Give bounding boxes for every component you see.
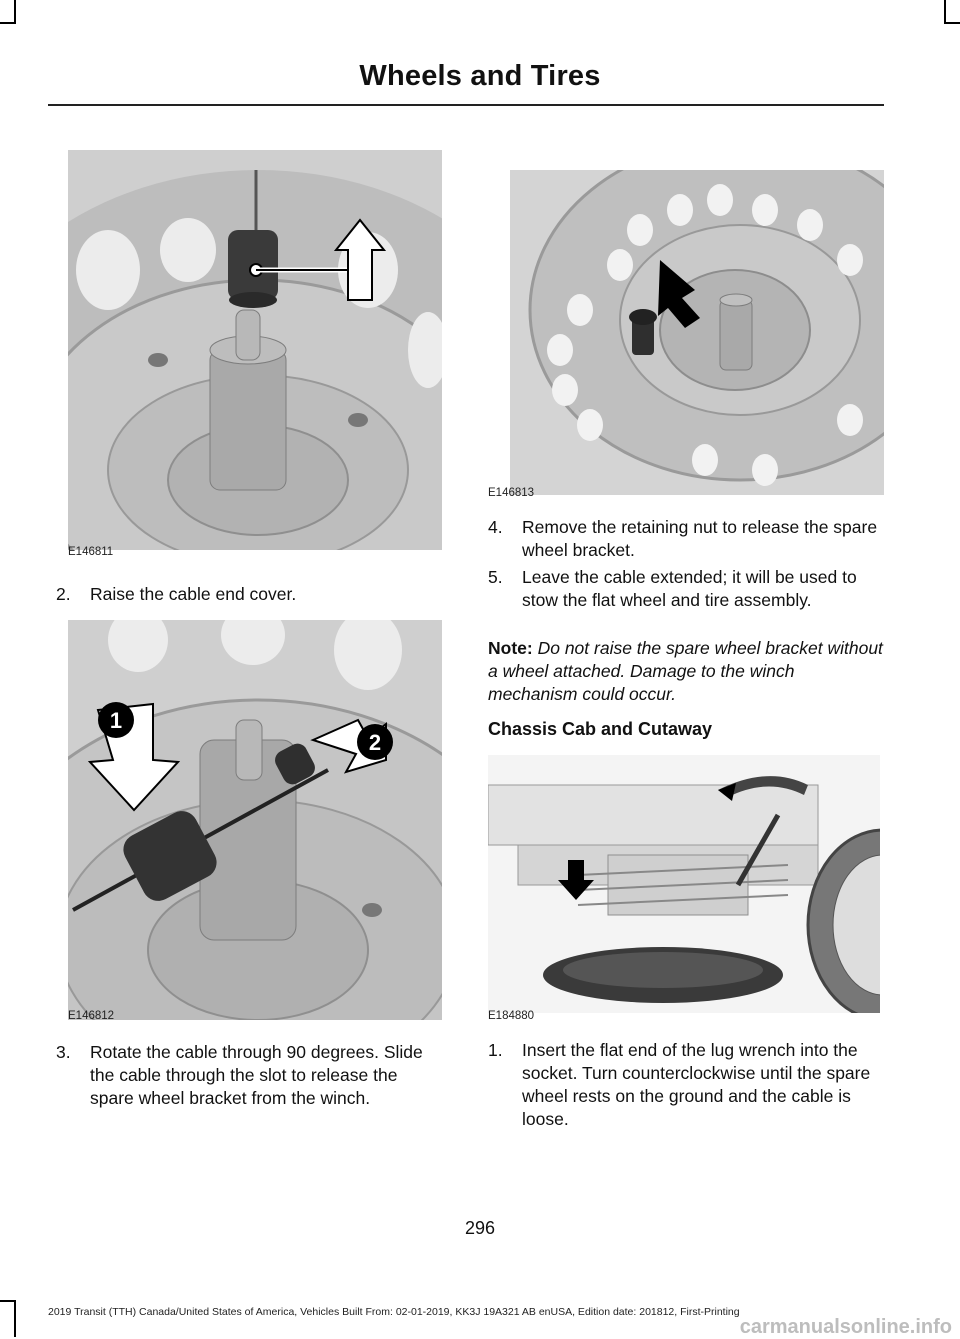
- step-number: 5.: [488, 567, 503, 587]
- crop-mark: [0, 22, 16, 24]
- step-number: 2.: [56, 584, 71, 604]
- step-text: Rotate the cable through 90 degrees. Sli…: [90, 1042, 423, 1108]
- crop-mark: [944, 0, 946, 22]
- section-heading: Chassis Cab and Cutaway: [488, 719, 713, 739]
- step-item: 2. Raise the cable end cover.: [56, 583, 446, 607]
- callout-2: 2: [369, 730, 381, 755]
- header-divider: [48, 104, 884, 106]
- crop-mark: [0, 1300, 16, 1302]
- figure-id: E146812: [68, 1010, 115, 1022]
- note-text: Do not raise the spare wheel bracket wit…: [488, 638, 883, 704]
- step-text: Insert the flat end of the lug wrench in…: [522, 1040, 871, 1129]
- page-number: 296: [464, 1218, 496, 1238]
- callout-1: 1: [110, 708, 122, 733]
- spare-wheel-cable-illustration: [68, 150, 442, 550]
- note-label: Note:: [488, 638, 533, 658]
- figure-id: E146813: [488, 487, 535, 499]
- step-number: 1.: [488, 1040, 503, 1060]
- page-title: Wheels and Tires: [359, 60, 601, 92]
- step-number: 3.: [56, 1042, 71, 1062]
- step-text: Remove the retaining nut to release the …: [522, 517, 878, 560]
- figure-id: E146811: [68, 546, 114, 558]
- crop-mark: [944, 22, 960, 24]
- step-text: Leave the cable extended; it will be use…: [522, 567, 857, 610]
- crop-mark: [14, 0, 16, 22]
- crop-mark: [14, 1300, 16, 1337]
- figure-retaining-nut: [510, 170, 884, 495]
- figure-chassis-cab-winch: [488, 755, 880, 1013]
- step-item: 1. Insert the flat end of the lug wrench…: [488, 1039, 883, 1139]
- step-number: 4.: [488, 517, 503, 537]
- step-item: 3. Rotate the cable through 90 degrees. …: [56, 1041, 446, 1141]
- figure-id: E184880: [488, 1010, 535, 1022]
- retaining-nut-illustration: [510, 170, 884, 495]
- figure-rotate-cable: 1 2: [68, 620, 442, 1020]
- step-item: 5. Leave the cable extended; it will be …: [488, 566, 883, 636]
- step-text: Raise the cable end cover.: [90, 584, 297, 604]
- chassis-winch-illustration: [488, 755, 880, 1013]
- rotate-cable-illustration: 1 2: [68, 620, 442, 1020]
- figure-cable-end-cover: [68, 150, 442, 550]
- step-item: 4. Remove the retaining nut to release t…: [488, 516, 883, 562]
- footer-text: 2019 Transit (TTH) Canada/United States …: [48, 1306, 740, 1318]
- note: Note: Do not raise the spare wheel brack…: [488, 637, 883, 706]
- watermark: carmanualsonline.info: [739, 1316, 952, 1338]
